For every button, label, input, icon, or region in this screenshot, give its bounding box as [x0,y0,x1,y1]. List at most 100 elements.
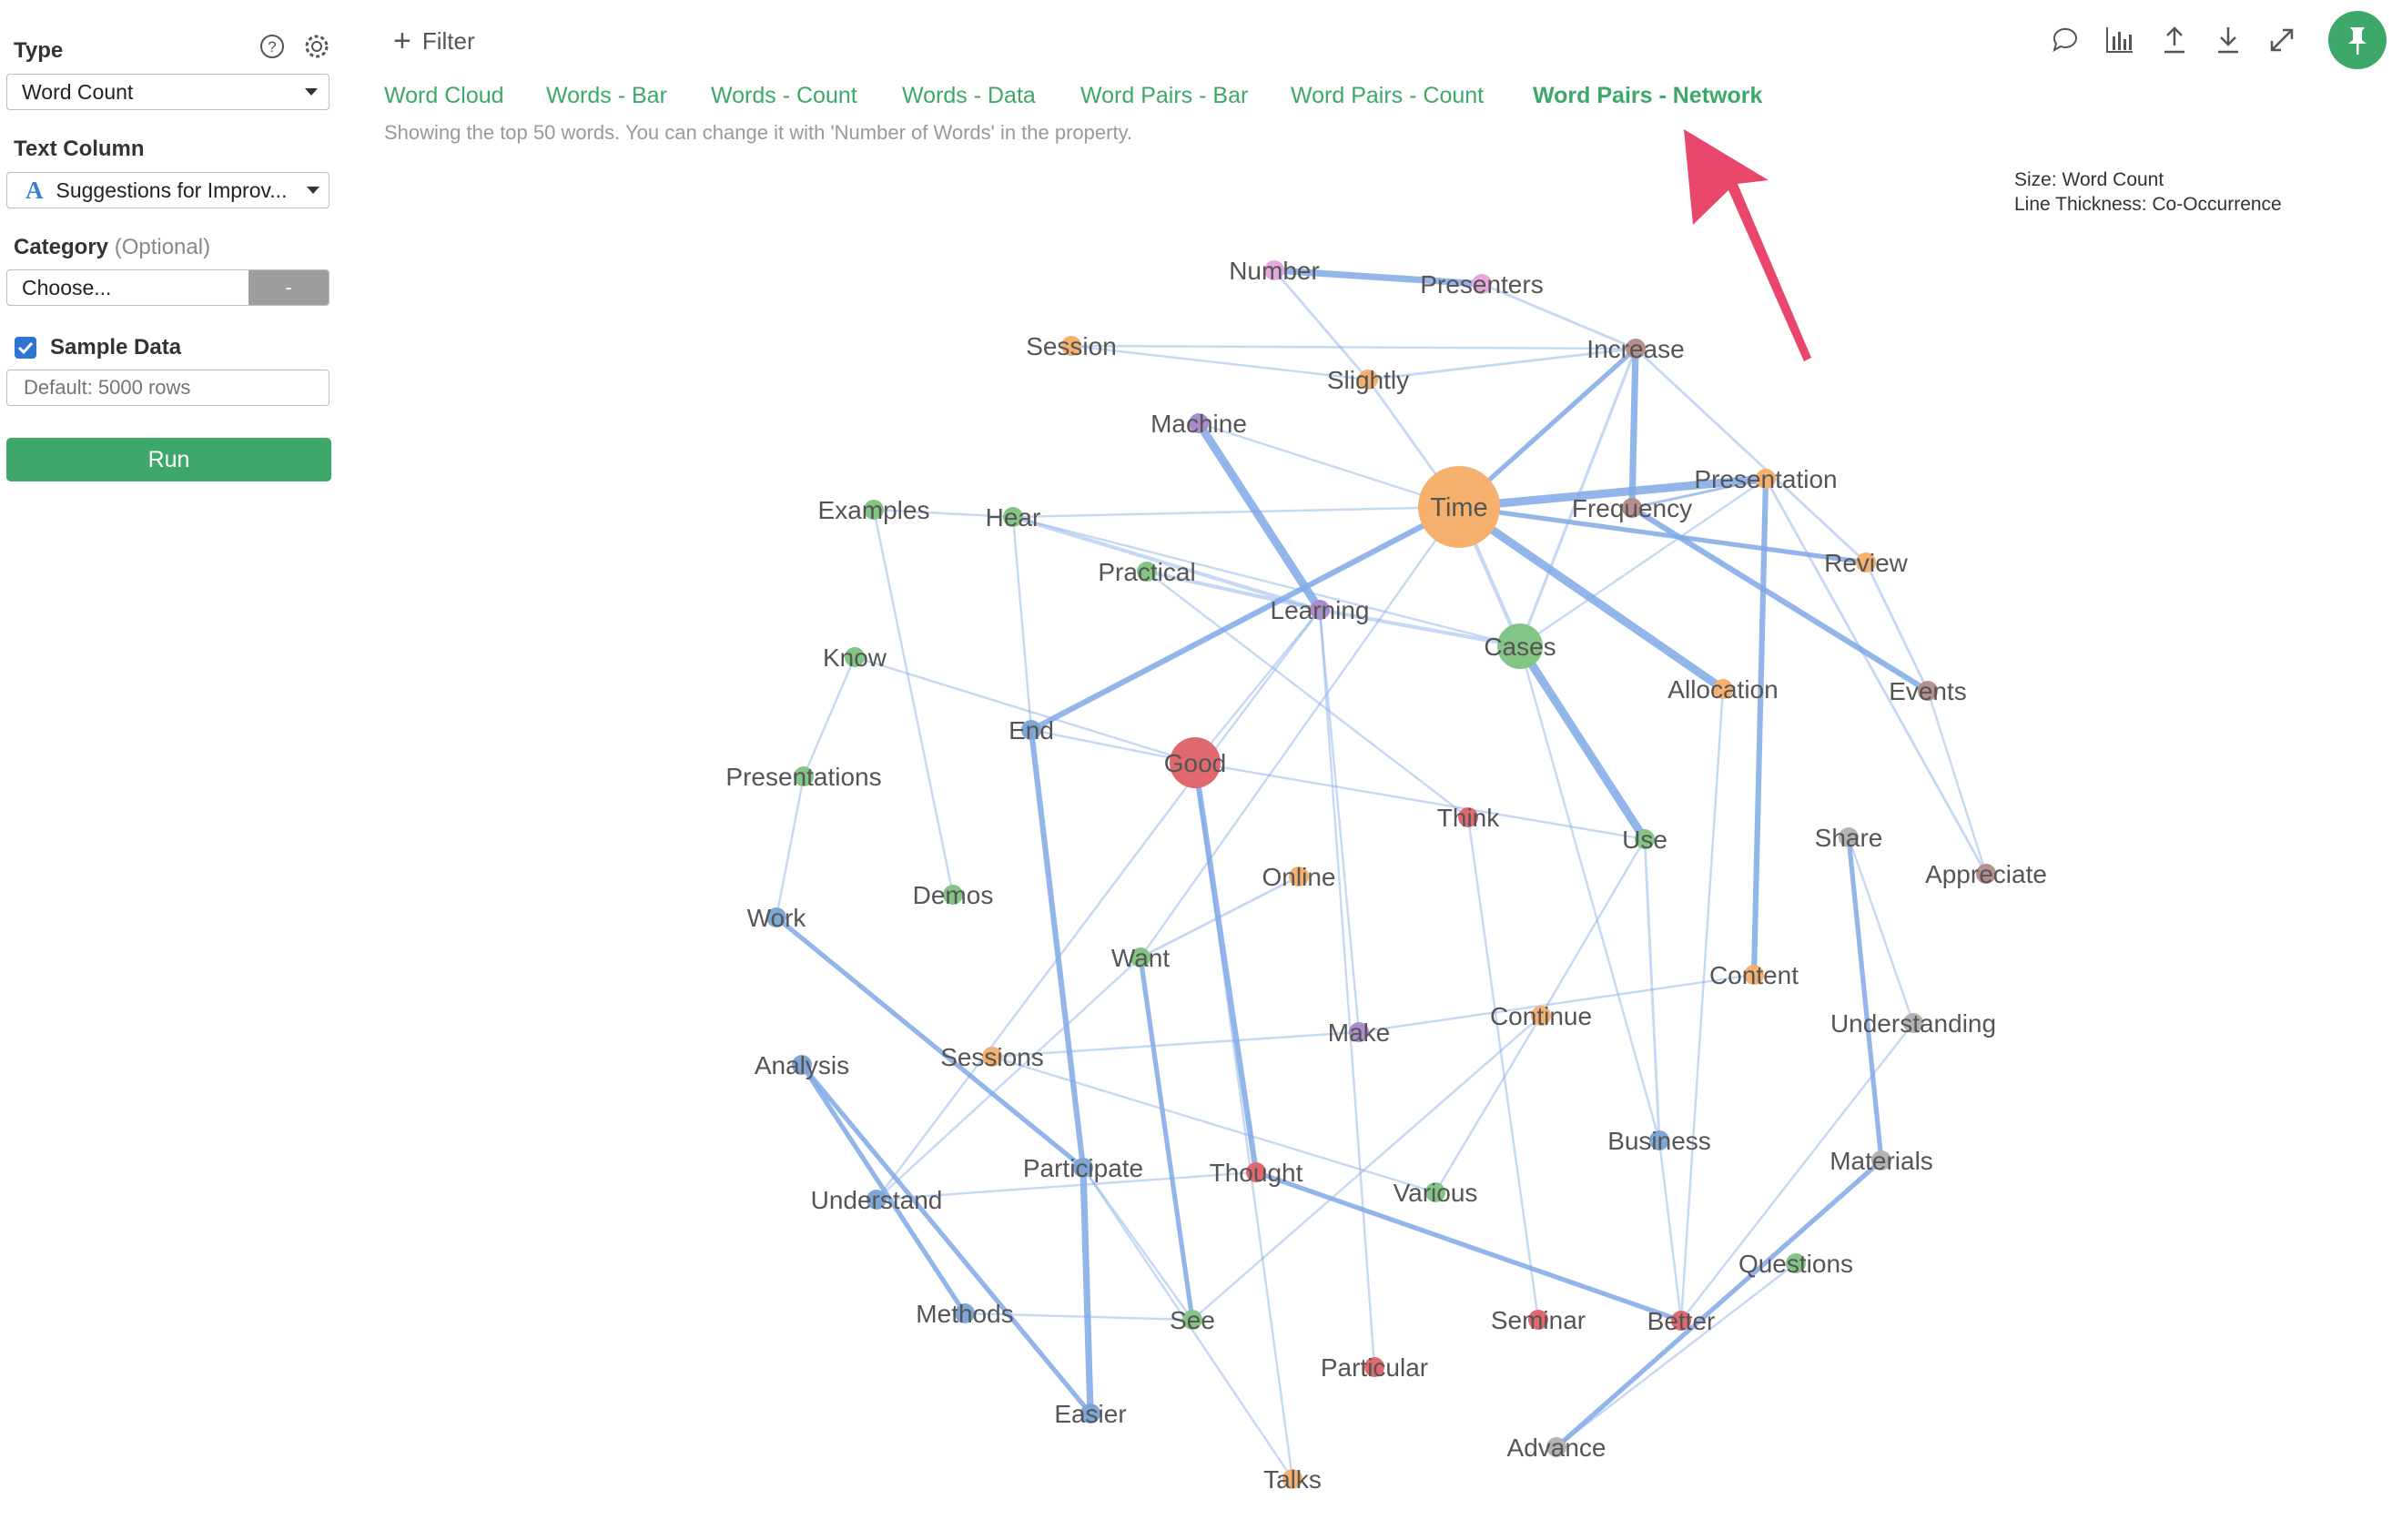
tab-word-cloud[interactable]: Word Cloud [384,83,504,108]
node-presentations[interactable] [794,766,814,786]
sample-data-checkbox[interactable] [14,336,37,360]
node-understanding[interactable] [1903,1013,1923,1033]
tab-words-bar[interactable]: Words - Bar [546,83,667,108]
edge-various-sessions [991,1055,1436,1194]
node-presentation[interactable] [1756,469,1776,489]
node-know[interactable] [845,647,865,667]
edge-want-see [1138,957,1195,1321]
download-icon[interactable] [2212,24,2245,56]
node-slightly[interactable] [1358,370,1378,390]
run-button[interactable]: Run [6,438,331,481]
tab-word-pairs-bar[interactable]: Word Pairs - Bar [1080,83,1249,108]
text-column-select[interactable]: A Suggestions for Improv... [6,172,329,208]
node-label-understand: Understand [811,1186,943,1214]
node-participate[interactable] [1073,1158,1093,1178]
node-questions[interactable] [1786,1253,1806,1273]
edge-hear-time [1012,505,1460,519]
node-label-content: Content [1709,961,1799,989]
tab-words-count[interactable]: Words - Count [711,83,857,108]
edge-understand-thought [876,1170,1257,1201]
node-online[interactable] [1289,866,1309,887]
edge-number-slightly [1272,269,1370,380]
node-share[interactable] [1839,827,1859,847]
node-label-participate: Participate [1023,1154,1143,1182]
node-label-methods: Methods [916,1300,1013,1328]
node-materials[interactable] [1871,1150,1891,1170]
node-time[interactable] [1418,466,1500,548]
help-icon[interactable]: ? [258,33,286,60]
node-label-machine: Machine [1150,410,1247,438]
pin-button[interactable] [2328,11,2387,69]
upload-icon[interactable] [2158,24,2191,56]
node-label-questions: Questions [1738,1250,1853,1278]
comment-icon[interactable] [2049,24,2082,56]
node-label-slightly: Slightly [1327,366,1409,394]
tab-word-pairs-network[interactable]: Word Pairs - Network [1533,83,1763,108]
node-cases[interactable] [1497,623,1543,669]
edge-particular-learning [1318,609,1376,1368]
node-label-see: See [1170,1306,1215,1334]
expand-icon[interactable] [2265,24,2298,56]
node-frequency[interactable] [1622,498,1642,518]
edge-slightly-increase [1367,347,1637,381]
node-session[interactable] [1061,336,1081,356]
node-demos[interactable] [943,885,963,905]
sample-rows-input[interactable] [6,370,329,406]
node-examples[interactable] [864,500,884,520]
node-work[interactable] [766,907,786,927]
edge-machine-learning [1195,420,1323,613]
node-allocation[interactable] [1713,679,1733,699]
node-label-good: Good [1164,749,1227,777]
node-appreciate[interactable] [1976,864,1996,884]
node-better[interactable] [1671,1311,1691,1331]
node-content[interactable] [1744,965,1764,985]
filter-label: Filter [421,26,475,55]
node-increase[interactable] [1626,339,1646,359]
node-analysis[interactable] [792,1055,812,1075]
node-think[interactable] [1458,807,1478,827]
category-select[interactable]: Choose... - [6,269,329,306]
node-label-analysis: Analysis [755,1051,849,1079]
edge-end-participate [1028,729,1087,1169]
gear-icon[interactable] [303,33,330,60]
node-thought[interactable] [1246,1162,1266,1182]
node-use[interactable] [1635,829,1655,849]
node-practical[interactable] [1137,562,1157,582]
tab-words-data[interactable]: Words - Data [902,83,1036,108]
edge-participate-see [1082,1167,1193,1321]
info-text: Showing the top 50 words. You can change… [384,121,1133,144]
node-learning[interactable] [1310,600,1330,620]
node-review[interactable] [1856,552,1876,572]
edge-materials-advance [1555,1159,1883,1449]
chart-icon[interactable] [2103,24,2136,56]
node-want[interactable] [1130,947,1150,968]
node-business[interactable] [1649,1130,1669,1150]
node-continue[interactable] [1531,1006,1551,1026]
tab-word-pairs-count[interactable]: Word Pairs - Count [1291,83,1485,108]
edge-presentation-content [1750,478,1769,976]
node-number[interactable] [1264,260,1284,280]
edge-online-want [1140,875,1300,959]
node-sessions[interactable] [982,1047,1002,1067]
filter-button[interactable]: + Filter [393,25,475,56]
node-end[interactable] [1021,720,1041,740]
node-methods[interactable] [955,1303,975,1323]
node-talks[interactable] [1282,1469,1302,1489]
node-make[interactable] [1349,1022,1369,1042]
category-clear-button[interactable]: - [248,270,329,305]
type-select[interactable]: Word Count [6,74,329,110]
node-see[interactable] [1182,1310,1202,1330]
node-particular[interactable] [1364,1357,1384,1377]
node-various[interactable] [1425,1182,1445,1202]
node-machine[interactable] [1189,413,1209,433]
node-seminar[interactable] [1528,1310,1548,1330]
legend-thickness-text: Line Thickness: Co-Occurrence [2014,194,2282,215]
node-easier[interactable] [1080,1403,1100,1423]
node-presenters[interactable] [1472,274,1492,294]
node-good[interactable] [1170,737,1221,788]
node-events[interactable] [1918,681,1938,701]
node-understand[interactable] [867,1190,887,1210]
node-advance[interactable] [1546,1437,1566,1457]
node-label-presenters: Presenters [1420,270,1543,299]
node-hear[interactable] [1003,507,1023,527]
